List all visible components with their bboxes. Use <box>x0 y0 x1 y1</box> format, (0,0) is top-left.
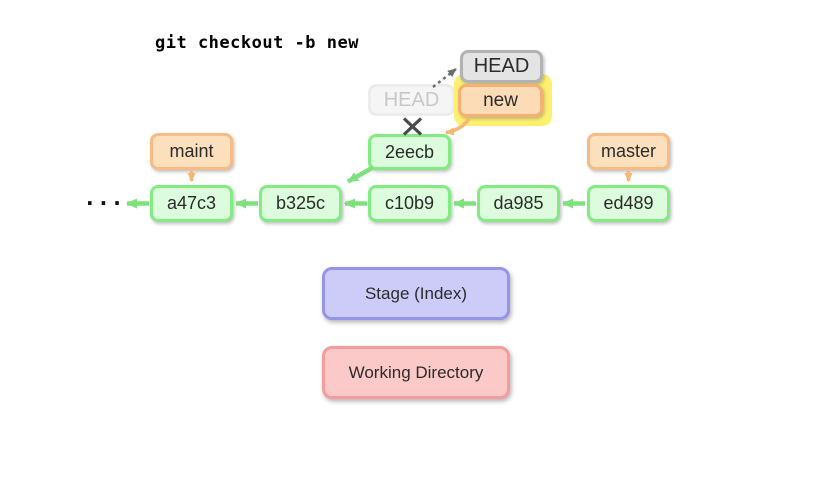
commit-node-c10b9: c10b9 <box>368 185 451 222</box>
old-head-pointer: HEAD <box>368 84 455 116</box>
commit-id: b325c <box>275 193 326 213</box>
broken-link-x-mark <box>402 117 423 136</box>
branch-master: master <box>587 133 670 170</box>
branch-maint: maint <box>150 133 233 170</box>
commit-id: c10b9 <box>384 193 435 213</box>
branch-new: new <box>458 84 543 117</box>
commit-node-da985: da985 <box>477 185 560 222</box>
arrow-2eecb-to-b325c <box>346 165 375 184</box>
commit-node-2eecb: 2eecb <box>368 134 451 170</box>
branch-master-label: master <box>600 141 656 161</box>
commit-node-ed489: ed489 <box>587 185 670 222</box>
head-label: HEAD <box>473 55 530 77</box>
stage-index-label: Stage (Index) <box>364 283 468 303</box>
head-pointer: HEAD <box>460 50 543 83</box>
old-head-label: HEAD <box>383 88 440 111</box>
commit-node-a47c3: a47c3 <box>150 185 233 222</box>
command-title: git checkout -b new <box>155 33 359 53</box>
working-directory-label: Working Directory <box>348 362 484 382</box>
commit-node-b325c: b325c <box>259 185 342 222</box>
commit-id: da985 <box>493 193 544 213</box>
working-directory-area: Working Directory <box>322 346 510 399</box>
branch-maint-label: maint <box>169 141 214 161</box>
branch-new-label: new <box>483 89 518 111</box>
stage-index-area: Stage (Index) <box>322 267 510 320</box>
history-ellipsis: ... <box>86 186 127 210</box>
commit-id: 2eecb <box>384 141 435 162</box>
commit-id: ed489 <box>603 193 654 213</box>
commit-id: a47c3 <box>166 193 217 213</box>
